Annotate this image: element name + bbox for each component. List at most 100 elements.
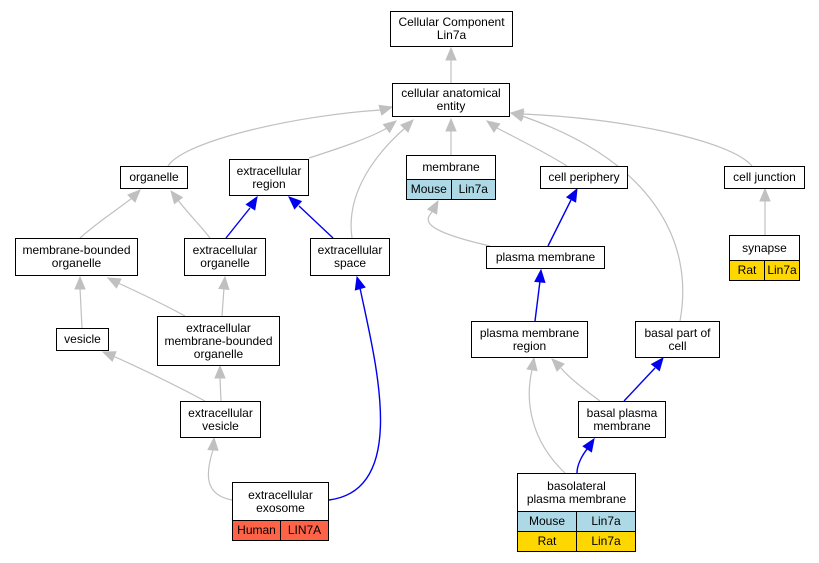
arrowhead-organelle-to-cae: [378, 104, 394, 116]
arrowhead-blpm-to-basalpm: [582, 437, 595, 453]
node-label: basal part of cell: [644, 325, 711, 353]
species-mouse: Mouse: [407, 180, 451, 199]
gene-symbol: LIN7A: [280, 521, 328, 540]
node-label: plasma membrane: [495, 250, 596, 264]
node-label: cell periphery: [548, 170, 620, 184]
node-cell-junction[interactable]: cell junction: [724, 166, 805, 189]
node-extracellular-space[interactable]: extracellular space: [310, 238, 390, 276]
node-extracellular-exosome[interactable]: extracellular exosome Human LIN7A: [232, 482, 329, 541]
node-label: cellular anatomical entity: [401, 86, 501, 113]
node-vesicle[interactable]: vesicle: [56, 328, 109, 351]
arrowhead-ecorganelle-to-organelle: [170, 189, 184, 205]
node-plasma-membrane[interactable]: plasma membrane: [486, 246, 605, 269]
arrowhead-pm-to-cellperiph: [565, 187, 578, 203]
node-label: Cellular Component Lin7a: [398, 15, 505, 42]
node-label: membrane: [422, 160, 480, 174]
species-mouse: Mouse: [518, 512, 576, 531]
arrowhead-ecmbo-to-mbo: [106, 277, 122, 289]
node-label: plasma membrane region: [479, 325, 580, 353]
node-label: basolateral plasma membrane: [526, 478, 627, 506]
edge-exosome-to-ecvesicle: [207, 449, 233, 501]
edge-pm-to-membrane: [427, 211, 491, 247]
edge-basalpart-to-cae: [521, 115, 684, 322]
node-membrane[interactable]: membrane Mouse Lin7a: [406, 155, 496, 200]
edge-basalpm-to-basalpart: [623, 367, 656, 402]
gene-symbol: Lin7a: [450, 180, 495, 199]
node-extracellular-organelle[interactable]: extracellular organelle: [184, 238, 266, 276]
species-rat: Rat: [518, 532, 576, 551]
node-label: vesicle: [64, 332, 101, 346]
annotation-row-mouse: Mouse Lin7a: [518, 511, 635, 531]
species-rat: Rat: [730, 261, 764, 280]
edge-cellperiph-to-cae: [496, 127, 568, 167]
gene-symbol: Lin7a: [576, 512, 635, 531]
edge-blpm-to-pmregion: [528, 369, 566, 474]
edge-basalpm-to-pmregion: [560, 367, 601, 402]
edge-blpm-to-basalpm: [576, 447, 589, 474]
node-label: extracellular region: [236, 163, 302, 191]
edge-ecspace-to-ecregion: [298, 205, 334, 239]
annotation-row: Mouse Lin7a: [407, 179, 495, 199]
edge-mbo-to-organelle: [79, 197, 133, 239]
arrowhead-pm-to-membrane: [426, 199, 439, 215]
edge-organelle-to-cae: [167, 109, 382, 167]
edge-ecvesicle-to-ecmbo: [219, 377, 222, 402]
arrowhead-cellperiph-to-cae: [485, 120, 501, 133]
edge-ecmbo-to-ecorganelle: [221, 287, 225, 317]
arrowhead-ecspace-to-ecregion: [288, 196, 303, 210]
node-label: extracellular exosome: [248, 487, 313, 515]
arrowhead-cae-to-cc: [445, 46, 457, 61]
arrowhead-mbo-to-organelle: [127, 189, 141, 203]
edge-ecorganelle-to-ecregion: [225, 207, 251, 239]
annotation-row: Rat Lin7a: [730, 260, 799, 280]
node-label: cell junction: [733, 170, 796, 184]
edge-exosome-to-ecspace: [328, 287, 382, 501]
edge-ecregion-to-cae: [308, 127, 388, 159]
gene-symbol: Lin7a: [764, 261, 799, 280]
arrowhead-exosome-to-ecspace: [354, 275, 366, 291]
node-cellular-anatomical-entity[interactable]: cellular anatomical entity: [392, 83, 510, 117]
node-label: synapse: [742, 240, 787, 255]
arrowhead-ecvesicle-to-ecmbo: [214, 364, 226, 379]
node-label: extracellular organelle: [192, 243, 258, 270]
arrowhead-vesicle-to-mbo: [74, 275, 86, 290]
arrowhead-basalpm-to-basalpart: [650, 356, 664, 372]
arrowhead-basalpm-to-pmregion: [551, 358, 565, 372]
arrowhead-blpm-to-pmregion: [526, 356, 538, 372]
node-cell-periphery[interactable]: cell periphery: [540, 166, 628, 189]
node-synapse[interactable]: synapse Rat Lin7a: [729, 235, 800, 281]
arrowhead-pmregion-to-pm: [534, 268, 546, 283]
arrowhead-ecregion-to-cae: [382, 120, 398, 134]
node-basal-plasma-membrane[interactable]: basal plasma membrane: [578, 401, 666, 438]
arrowhead-synapse-to-celljunction: [759, 187, 771, 202]
edge-pmregion-to-pm: [534, 280, 541, 322]
node-extracellular-region[interactable]: extracellular region: [229, 159, 309, 196]
node-extracellular-vesicle[interactable]: extracellular vesicle: [180, 401, 261, 438]
node-membrane-bounded-organelle[interactable]: membrane-bounded organelle: [15, 238, 138, 276]
node-plasma-membrane-region[interactable]: plasma membrane region: [471, 321, 588, 358]
node-label: extracellular membrane-bounded organelle: [164, 320, 273, 361]
arrowhead-ecvesicle-to-vesicle: [101, 351, 117, 362]
node-extracellular-membrane-bounded-organelle[interactable]: extracellular membrane-bounded organelle: [157, 316, 280, 366]
arrowhead-ecspace-to-cae: [400, 119, 414, 133]
edge-ecorganelle-to-organelle: [177, 199, 211, 239]
node-basal-part-of-cell[interactable]: basal part of cell: [635, 321, 720, 358]
node-label: extracellular space: [317, 243, 383, 270]
species-human: Human: [233, 521, 280, 540]
node-label: basal plasma membrane: [586, 405, 658, 433]
arrowhead-membrane-to-cae: [445, 117, 457, 132]
edge-celljunction-to-cae: [522, 113, 753, 167]
node-label: extracellular vesicle: [188, 405, 253, 433]
edge-ecvesicle-to-vesicle: [112, 355, 206, 402]
edge-pm-to-cellperiph: [547, 199, 572, 247]
gene-symbol: Lin7a: [576, 532, 635, 551]
node-basolateral-plasma-membrane[interactable]: basolateral plasma membrane Mouse Lin7a …: [517, 473, 636, 552]
edge-ecspace-to-cae: [350, 127, 406, 239]
node-cellular-component[interactable]: Cellular Component Lin7a: [390, 11, 513, 47]
edge-vesicle-to-mbo: [79, 287, 83, 329]
annotation-row-rat: Rat Lin7a: [518, 531, 635, 551]
node-organelle[interactable]: organelle: [120, 166, 188, 189]
annotation-row: Human LIN7A: [233, 520, 328, 540]
